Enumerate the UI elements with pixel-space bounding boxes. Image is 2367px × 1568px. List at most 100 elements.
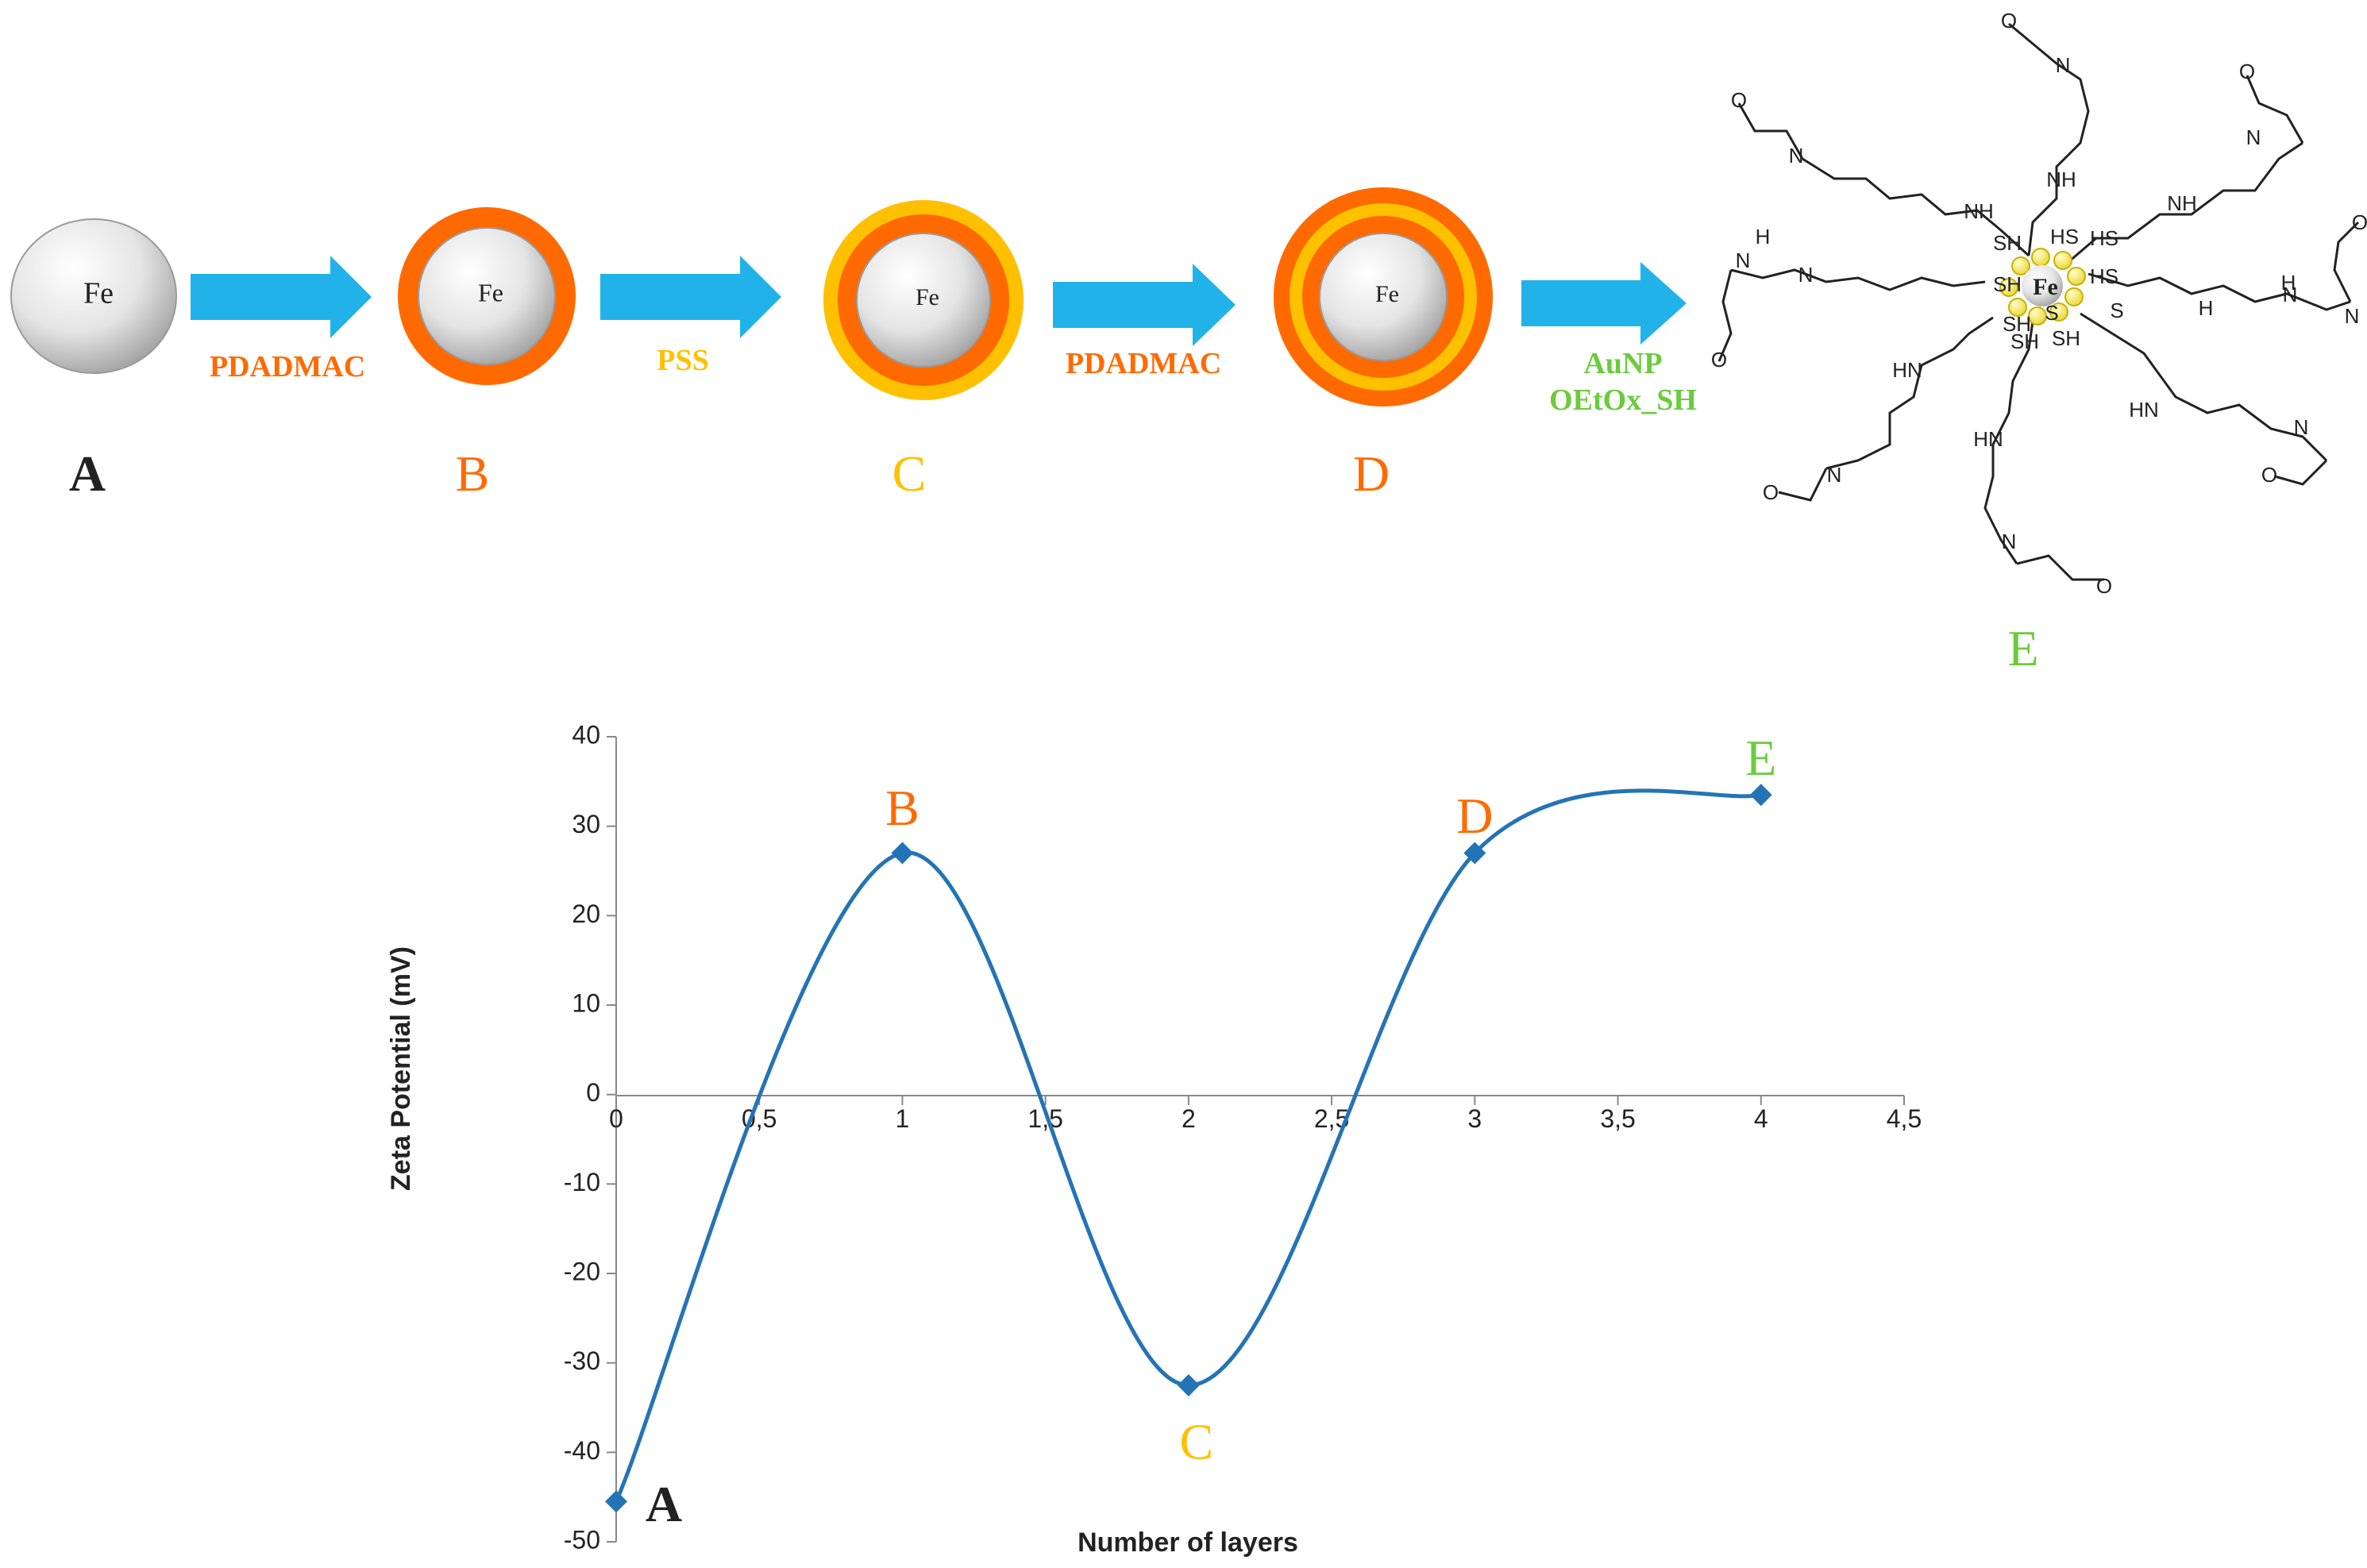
atom-label: SH <box>2052 326 2080 350</box>
y-tick-label: 10 <box>572 988 600 1017</box>
iron-core <box>418 227 556 365</box>
atom-label: NH <box>1964 199 1994 223</box>
pendant-group <box>2274 459 2328 486</box>
arrow-shape <box>191 256 372 338</box>
arrow-label: AuNP <box>1583 347 1662 380</box>
core-label: Fe <box>916 284 939 310</box>
polymer-arm <box>1825 316 1994 470</box>
particle-d: Fe <box>1274 187 1493 406</box>
pendant-group <box>2333 221 2360 302</box>
particle-c: Fe <box>823 200 1024 400</box>
x-tick-label: 3 <box>1467 1104 1482 1133</box>
arrow-shape <box>1053 264 1236 346</box>
atom-label: N <box>2056 53 2071 77</box>
atom-label: O <box>2001 9 2017 33</box>
atom-label: H <box>2199 296 2214 320</box>
atom-label: SH <box>2010 329 2039 353</box>
data-point-label: B <box>885 780 919 836</box>
data-point-label: C <box>1180 1414 1214 1470</box>
pendant-group <box>1778 468 1828 502</box>
atom-label: O <box>2096 574 2112 598</box>
iron-core <box>856 233 991 368</box>
atom-label: N <box>2246 125 2261 149</box>
series-line <box>614 788 1762 1503</box>
atom-label: HS <box>2090 226 2118 250</box>
atom-label: O <box>2352 210 2367 234</box>
x-tick-label: 0 <box>609 1104 623 1133</box>
y-tick-label: -30 <box>564 1346 600 1375</box>
pendant-group <box>1737 102 1804 160</box>
x-tick-label: 4 <box>1754 1104 1768 1133</box>
polymer-arm <box>2080 312 2328 462</box>
atom-label: HN <box>2129 398 2159 422</box>
x-tick-label: 3,5 <box>1600 1104 1635 1133</box>
data-point-label: E <box>1745 730 1776 786</box>
atom-label: H <box>2281 271 2296 295</box>
atom-label: HS <box>2090 264 2118 288</box>
polymer-arm <box>1802 157 2030 257</box>
molecule-core-label: Fe <box>2033 274 2058 300</box>
atom-label: H <box>1756 225 1771 248</box>
point-labels: A B C D E <box>646 730 1776 1532</box>
atom-label: O <box>1763 480 1779 504</box>
step-letter-b: B <box>456 445 490 502</box>
y-tick-label: -10 <box>564 1168 600 1196</box>
y-tick-label: -20 <box>564 1257 600 1285</box>
data-point-label: A <box>646 1476 682 1532</box>
y-tick-label: 40 <box>572 720 600 749</box>
atom-label: N <box>1827 463 1842 487</box>
y-axis-title: Zeta Potential (mV) <box>386 946 416 1191</box>
x-tick-label: 1 <box>896 1104 910 1133</box>
atom-label: NH <box>2167 191 2197 215</box>
atom-label: N <box>2345 304 2360 328</box>
atom-label: O <box>2239 60 2255 83</box>
pendant-group <box>2016 554 2104 581</box>
functionalized-particle-e <box>1717 22 2360 581</box>
atom-label: HN <box>1892 358 1922 382</box>
atom-label: O <box>2261 463 2277 487</box>
step-arrow-3: PDADMAC <box>1053 264 1236 380</box>
atom-label: SH <box>2003 312 2031 336</box>
data-point-marker <box>605 1490 627 1513</box>
data-point-label: D <box>1456 788 1493 844</box>
particle-b: Fe <box>398 207 576 385</box>
step-arrow-1: PDADMAC <box>191 256 372 383</box>
pendant-group <box>2246 75 2304 144</box>
polymer-arm <box>1730 268 1986 291</box>
y-tick-label: 30 <box>572 810 600 838</box>
pendant-group <box>2008 22 2057 65</box>
iron-core <box>2022 265 2063 306</box>
atom-label: N <box>2002 530 2017 553</box>
data-point-marker <box>1749 784 1772 807</box>
step-letter-e: E <box>2007 620 2038 676</box>
data-point-marker <box>1463 842 1486 865</box>
polymer-arm <box>2027 62 2090 256</box>
arrow-label-line-2: OEtOx_SH <box>1549 383 1697 417</box>
scheme: Fe Fe Fe Fe PDADMAC <box>10 9 2367 676</box>
pendant-group <box>1717 269 1733 362</box>
arrow-label: PDADMAC <box>1066 347 1221 380</box>
step-letter-c: C <box>892 445 927 502</box>
polymer-arm <box>1983 321 2034 564</box>
atom-label: SH <box>1993 231 2022 255</box>
step-arrow-4: AuNP OEtOx_SH <box>1521 262 1697 417</box>
atom-label: N <box>1736 248 1751 272</box>
arrow-label: PSS <box>657 344 708 377</box>
atom-label: S <box>2110 299 2123 322</box>
atom-label: N <box>2294 415 2309 439</box>
atom-label: NH <box>2046 168 2076 191</box>
x-axis-title: Number of layers <box>1077 1528 1298 1558</box>
atom-label: HN <box>1973 427 2003 451</box>
step-letter-d: D <box>1353 445 1390 502</box>
atom-label: N <box>2283 283 2298 306</box>
atom-label: S <box>2045 301 2058 325</box>
gold-nanoparticle-shell <box>1999 248 2086 326</box>
core-label: Fe <box>478 278 503 306</box>
arrow-shape <box>600 256 781 338</box>
atom-label: O <box>1731 88 1747 112</box>
